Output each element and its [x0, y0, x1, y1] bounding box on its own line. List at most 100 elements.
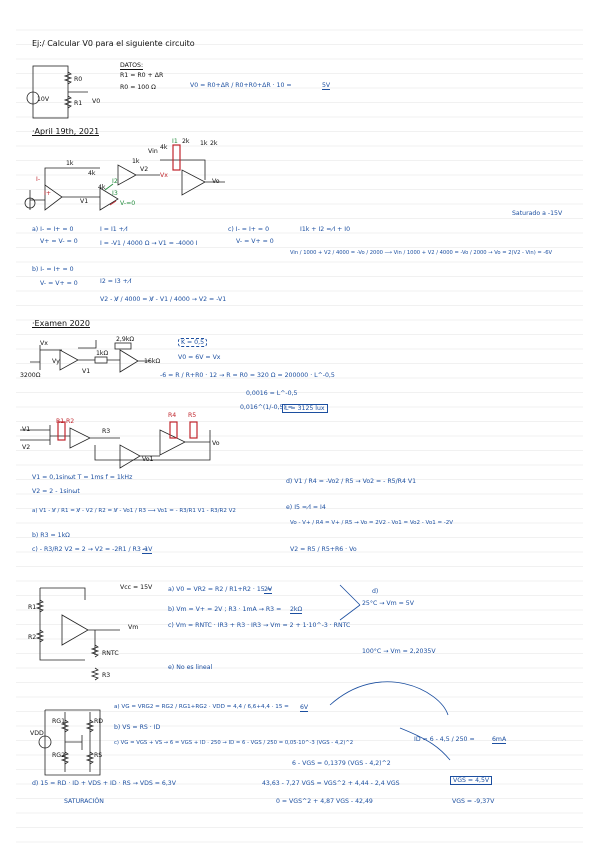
- ex-k-box: K = 0,5: [178, 338, 208, 347]
- apr-b2: V- = V+ = 0: [40, 280, 78, 287]
- c1-v0-label: V0: [92, 98, 101, 105]
- s5-saturacion: SATURACIÓN: [64, 798, 104, 805]
- s4-c: c) Vm = RNTC · IR3 + R3 · IR3 → Vm = 2 +…: [168, 622, 351, 629]
- s4-d1: 25°C → Vm = 5V: [362, 600, 414, 607]
- apr-label: Vx: [160, 172, 168, 179]
- ex-label: 1kΩ: [96, 350, 109, 357]
- apr-label: V-=0: [120, 200, 136, 207]
- page-title: Ej:/ Calcular V0 para el siguiente circu…: [32, 39, 195, 48]
- s4-label: RNTC: [102, 650, 119, 657]
- s5-c2: 6 - VGS = 0,1379 (VGS - 4,2)^2: [292, 760, 391, 767]
- s5-id: ID = 6 - 4,5 / 250 =: [414, 736, 475, 743]
- apr-label: I2: [112, 178, 118, 185]
- apr-b4: V2 - V̸ / 4000 = V̸ - V1 / 4000 → V2 = -…: [100, 296, 227, 303]
- s3-a: a) V1 - V̸ / R1 = V̸ - V2 / R2 = V̸ - Vo…: [32, 508, 236, 514]
- apr-label: I1: [172, 138, 178, 145]
- apr-label: V1: [80, 198, 89, 205]
- circuit-3-diagram: [30, 340, 150, 373]
- s5-root-2: VGS = -9,37V: [452, 798, 495, 805]
- apr-c3: I1k + I2 = I̸ + I0: [300, 226, 351, 233]
- ex-label: 2,9kΩ: [116, 336, 135, 343]
- s4-label: R3: [102, 672, 111, 679]
- apr-a2: V+ = V- = 0: [40, 238, 78, 245]
- s4-label: Vcc = 15V: [120, 584, 153, 591]
- apr-b3: I2 = I3 + I̸: [100, 278, 132, 285]
- examen-heading: ·Examen 2020: [32, 319, 90, 328]
- s3-v2: V2 = 2 - 1sinωt: [32, 488, 80, 495]
- s4-d: d): [372, 588, 379, 595]
- s3-label: R1: [56, 418, 65, 425]
- ex-line-3: 0,0016 = L^-0,5: [246, 390, 298, 397]
- s3-label: V1: [22, 426, 31, 433]
- s3-label: R5: [188, 412, 197, 419]
- apr-label: V2: [140, 166, 149, 173]
- apr-b1: b) I- = I+ = 0: [32, 266, 74, 273]
- datos-line-2: R0 = 100 Ω: [120, 84, 156, 91]
- s5-id-result: 6mA: [492, 736, 507, 744]
- s3-e3: V2 = R5 / R5+R6 · Vo: [290, 546, 357, 553]
- s3-e2: Vo - V+ / R4 = V+ / R5 → Vo = 2V2 - Vo1 …: [290, 520, 454, 526]
- s5-d: d) 15 = RD · ID + VDS + ID · RS → VDS = …: [32, 780, 176, 787]
- s4-b-result: 2kΩ: [290, 606, 303, 614]
- s5-c: c) VG = VGS + VS → 6 = VGS + ID · 250 → …: [114, 740, 354, 746]
- s3-c-result: -1V: [142, 546, 153, 554]
- ex-line-4: 0,016^(1/-0,5) =: [240, 404, 293, 411]
- ex-label: V1: [82, 368, 91, 375]
- apr-label: 4k: [98, 184, 106, 191]
- c1-r1-label: R1: [74, 100, 83, 107]
- ex-result: L = 3125 lux: [282, 404, 328, 413]
- s5-label: RG2: [52, 752, 66, 759]
- ex-label: 3200Ω: [20, 372, 41, 379]
- s3-label: Vo: [212, 440, 220, 447]
- apr-label: 1k: [200, 140, 208, 147]
- s3-label: R2: [66, 418, 75, 425]
- apr-label: 1k: [66, 160, 74, 167]
- apr-label: I3: [112, 190, 118, 197]
- apr-a1: a) I- = I+ = 0: [32, 226, 74, 233]
- apr-label: 2k: [182, 138, 190, 145]
- april-heading: ·April 19th, 2021: [32, 127, 100, 136]
- apr-c4: Vin / 1000 + V2 / 4000 = -Vo / 2000 ⟶ Vi…: [290, 250, 553, 256]
- s4-d2: 100°C → Vm = 2,2035V: [362, 648, 436, 655]
- apr-a4: I = -V1 / 4000 Ω → V1 = -4000 I: [100, 240, 198, 247]
- s3-label: R3: [102, 428, 111, 435]
- apr-label: 2k: [210, 140, 218, 147]
- s3-c: c) - R3/R2 V2 = 2 → V2 = -2R1 / R3 =: [32, 546, 148, 553]
- s3-v1: V1 = 0,1sinωt T = 1ms f = 1kHz: [32, 474, 133, 481]
- apr-saturado: Saturado a -15V: [512, 210, 563, 217]
- apr-label: 1k: [132, 158, 140, 165]
- circuit-5-diagram: [35, 587, 120, 681]
- ex-line-1: V0 = 6V = Vx: [178, 354, 221, 361]
- s5-a-result: 6V: [300, 704, 309, 712]
- circuit-2-diagram: [24, 144, 225, 211]
- s4-a-result: 2V: [264, 586, 273, 594]
- s3-label: Vo1: [142, 456, 154, 463]
- s3-label: V2: [22, 444, 31, 451]
- arrow-2: [399, 727, 451, 761]
- s4-a: a) V0 = VR2 = R2 / R1+R2 · 15 =: [168, 586, 272, 593]
- s3-d: d) V1 / R4 = -Vo2 / R5 → Vo2 = - R5/R4 V…: [286, 478, 417, 485]
- circuit-1-diagram: [26, 65, 88, 119]
- s5-label: RG1: [52, 718, 66, 725]
- apr-label: I-: [36, 176, 41, 183]
- datos-label: DATOS:: [120, 62, 144, 70]
- s5-label: RS: [94, 752, 103, 759]
- arrow-d-split: [339, 584, 361, 621]
- s5-a: a) VG = VRG2 = RG2 / RG1+RG2 · VDD = 4,4…: [114, 704, 289, 710]
- apr-c1: c) I- = I+ = 0: [228, 226, 270, 233]
- datos-line-1: R1 = R0 + ΔR: [120, 72, 164, 79]
- apr-label: 4k: [160, 144, 168, 151]
- ex-label: Vy: [52, 358, 60, 365]
- ex-label: Vx: [40, 340, 48, 347]
- s5-c4: 0 = VGS^2 + 4,87 VGS - 42,49: [276, 798, 373, 805]
- s3-e: e) I5 = I̸ = I4: [286, 504, 326, 511]
- s4-e: e) No es lineal: [168, 664, 213, 671]
- s4-label: R2: [28, 634, 37, 641]
- circuit-6-diagram: [38, 709, 101, 776]
- circuit-4-diagram: [20, 421, 211, 469]
- apr-label: Vo: [212, 178, 220, 185]
- c1-result: 5V: [322, 82, 331, 90]
- s4-label: R1: [28, 604, 37, 611]
